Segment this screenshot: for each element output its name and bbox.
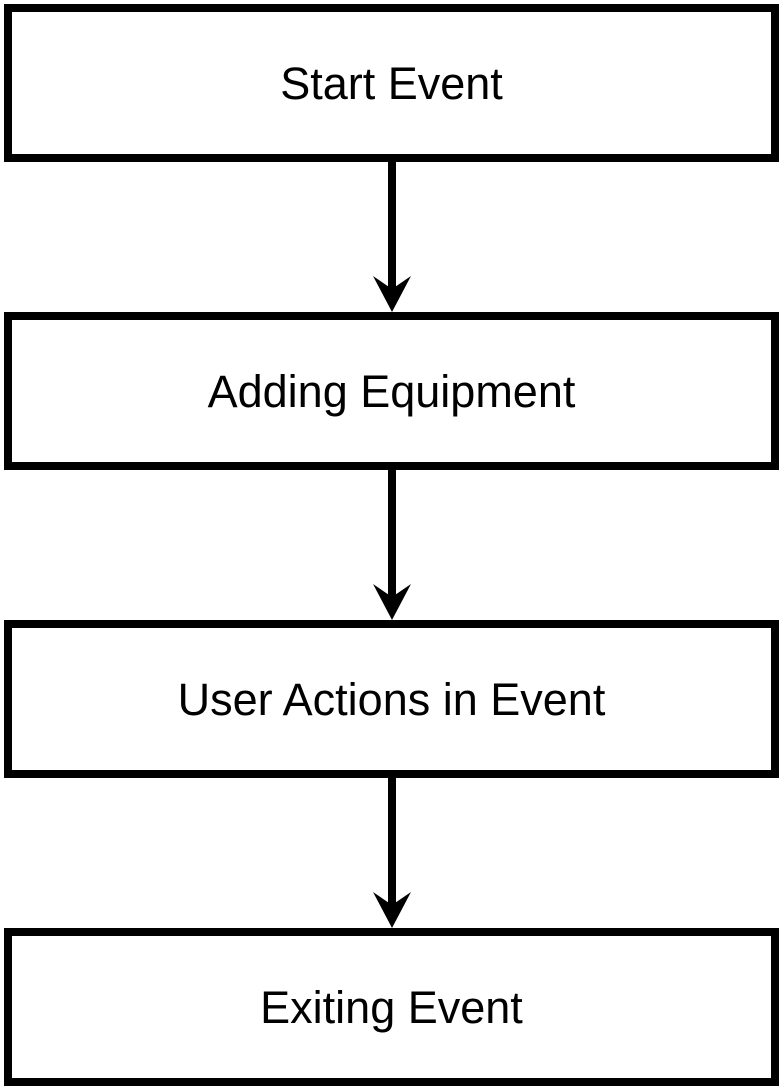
arrow-down-icon: [373, 584, 411, 620]
arrow-shaft: [388, 470, 396, 598]
arrow-down-connector: [373, 470, 411, 620]
arrow-shaft: [388, 162, 396, 290]
arrow-down-connector: [373, 778, 411, 928]
node-label-exiting-event: Exiting Event: [260, 981, 523, 1033]
arrow-down-connector: [373, 162, 411, 312]
node-label-start-event: Start Event: [280, 57, 503, 109]
node-label-user-actions-in-event: User Actions in Event: [177, 673, 606, 725]
flow-node-user-actions-in-event: User Actions in Event: [4, 620, 779, 778]
arrow-down-icon: [373, 892, 411, 928]
arrow-shaft: [388, 778, 396, 906]
flow-node-exiting-event: Exiting Event: [4, 928, 779, 1086]
node-label-adding-equipment: Adding Equipment: [207, 365, 576, 417]
arrow-down-icon: [373, 276, 411, 312]
flow-node-adding-equipment: Adding Equipment: [4, 312, 779, 470]
flow-node-start-event: Start Event: [4, 4, 779, 162]
